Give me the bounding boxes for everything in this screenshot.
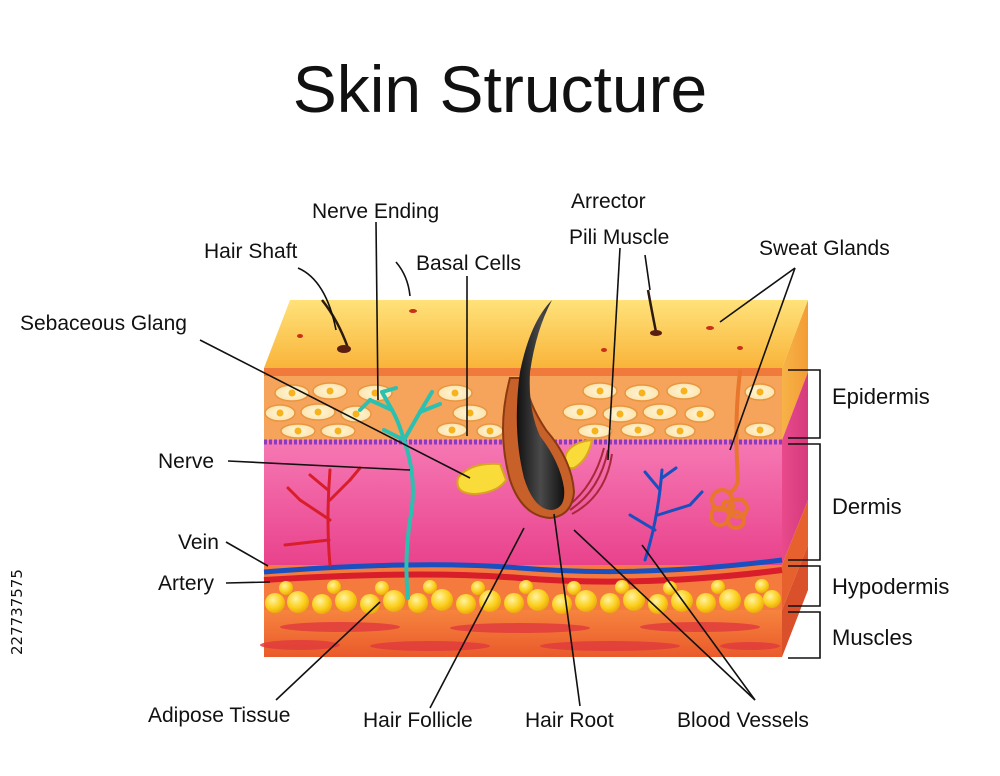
capillary-left [283, 466, 362, 567]
label-arrector-2: Pili Muscle [569, 226, 669, 249]
label-basal-cells: Basal Cells [416, 252, 521, 275]
label-hair-root: Hair Root [525, 709, 614, 732]
muscle-layer [264, 610, 782, 657]
label-sebaceous: Sebaceous Glang [20, 312, 187, 335]
side-face-muscle [782, 545, 808, 657]
label-adipose: Adipose Tissue [148, 704, 290, 727]
sweat-gland [709, 370, 749, 530]
layer-label-muscles: Muscles [832, 625, 913, 650]
leader-basal-arrow [395, 261, 411, 297]
muscle-fibers [260, 622, 780, 651]
leader-sweat-2 [729, 267, 796, 451]
layer-label-dermis: Dermis [832, 494, 902, 519]
label-nerve: Nerve [158, 450, 214, 473]
label-blood-vessels: Blood Vessels [677, 709, 809, 732]
sebaceous-gland [456, 462, 508, 496]
leader-adipose [275, 601, 381, 701]
leader-vein [225, 541, 269, 567]
leader-hair-shaft [297, 267, 337, 331]
leader-nerve-ending [375, 221, 379, 401]
side-face-hypodermis [782, 500, 808, 610]
leader-arrector-hair [644, 254, 651, 291]
leader-blood-1 [573, 529, 756, 701]
leader-arrector [607, 247, 621, 461]
surface-hairs [297, 289, 743, 353]
bracket-hypodermis [788, 565, 821, 607]
bracket-muscles [788, 611, 821, 659]
label-vein: Vein [178, 531, 219, 554]
leader-sebaceous [199, 339, 471, 479]
bracket-dermis [788, 443, 821, 561]
leader-nerve [227, 460, 411, 471]
hair-shaft [516, 300, 565, 510]
leader-hair-root [553, 513, 581, 707]
side-face-dermis [782, 372, 808, 565]
leader-lines [199, 221, 796, 709]
leader-artery [225, 581, 271, 584]
layer-label-hypodermis: Hypodermis [832, 574, 949, 599]
vein [263, 557, 783, 575]
label-sweat-glands: Sweat Glands [759, 237, 890, 260]
label-hair-follicle: Hair Follicle [363, 709, 473, 732]
page-title: Skin Structure [293, 52, 708, 126]
stock-id-watermark: 227737575 [8, 569, 26, 655]
label-hair-shaft: Hair Shaft [204, 240, 298, 263]
label-nerve-ending: Nerve Ending [312, 200, 439, 223]
label-artery: Artery [158, 572, 215, 595]
epidermis-cells [264, 382, 776, 439]
layer-brackets [788, 369, 821, 659]
leader-sweat-1 [719, 267, 796, 323]
leader-blood-2 [641, 544, 756, 701]
nerve-fiber [358, 386, 442, 600]
bracket-epidermis [788, 369, 821, 439]
artery [263, 567, 783, 585]
layer-label-epidermis: Epidermis [832, 384, 930, 409]
leader-hair-follicle [429, 527, 525, 709]
label-arrector-1: Arrector [571, 190, 646, 213]
